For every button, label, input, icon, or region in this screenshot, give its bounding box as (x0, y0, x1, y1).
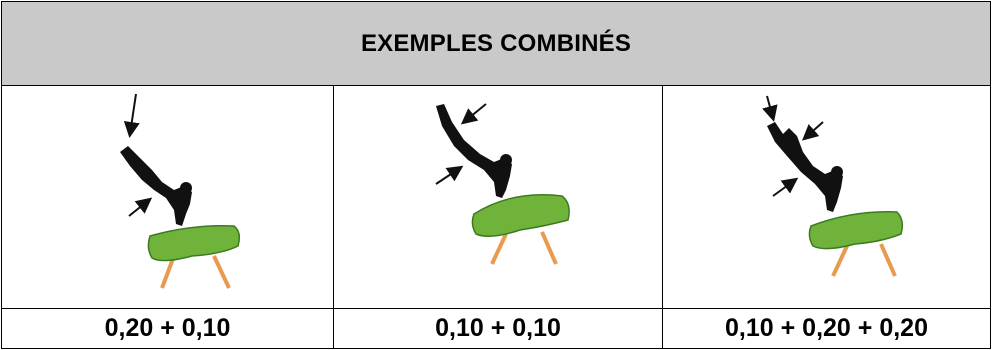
arrow-icon (762, 95, 778, 122)
vault-top (471, 194, 570, 237)
gymnast-silhouette (436, 104, 512, 198)
value-cell-3: 0,10 + 0,20 + 0,20 (725, 314, 928, 342)
gymnast-silhouette (120, 146, 192, 226)
arrow-icon (802, 121, 824, 141)
values-row: 0,20 + 0,10 0,10 + 0,10 0,10 + 0,20 + 0,… (2, 309, 990, 348)
illustration-cell-3 (663, 86, 990, 308)
vault-leg (212, 255, 231, 289)
value-cell-1: 0,20 + 0,10 (2, 309, 334, 348)
gymnast-silhouette (767, 122, 843, 212)
gymnast-vault-illustration-2 (435, 103, 570, 265)
table-header: EXEMPLES COMBINÉS (2, 2, 990, 86)
arrow-icon (123, 93, 140, 138)
arrow-icon (460, 103, 487, 125)
arrow-icon (128, 197, 153, 217)
vault-top (147, 224, 241, 262)
arrow-icon (435, 165, 464, 185)
vault-leg (879, 243, 897, 277)
vault-leg (831, 245, 849, 277)
vault-leg (540, 231, 558, 265)
vault-top (808, 211, 904, 250)
vault-leg (160, 255, 176, 289)
value-cell-2: 0,10 + 0,10 (334, 309, 663, 348)
gymnast-vault-illustration-1 (120, 93, 241, 289)
illustration-row (2, 86, 990, 309)
gymnast-vault-illustration-3 (762, 95, 904, 277)
arrow-icon (772, 177, 799, 197)
illustration-cell-1 (2, 86, 334, 308)
vault-leg (490, 233, 508, 265)
illustration-cell-2 (334, 86, 663, 308)
